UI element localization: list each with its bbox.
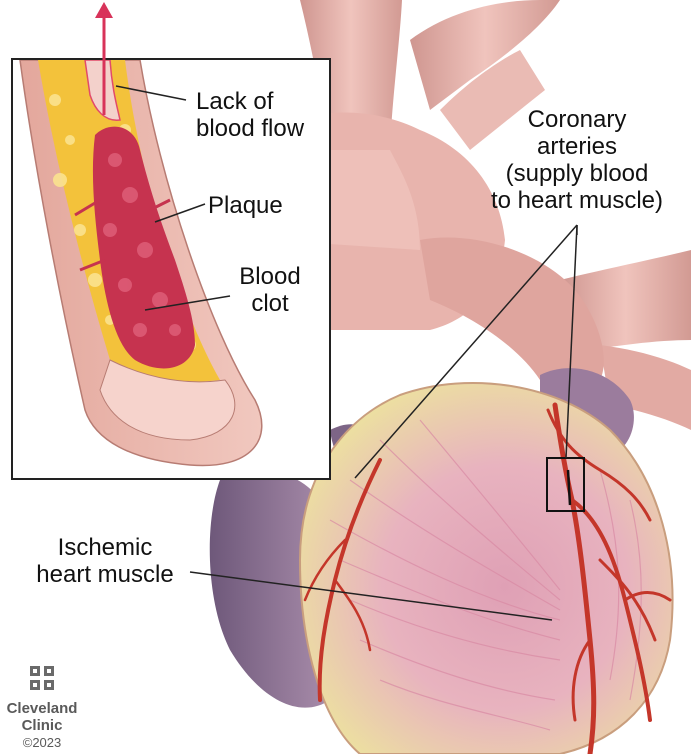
label-lack-of-blood-flow: Lack of blood flow xyxy=(196,88,304,142)
logo-line-2: Clinic xyxy=(6,717,78,734)
label-ischemic-heart-muscle: Ischemic heart muscle xyxy=(20,534,190,588)
label-coronary-arteries: Coronary arteries (supply blood to heart… xyxy=(466,106,688,214)
label-plaque: Plaque xyxy=(208,192,283,219)
cleveland-clinic-logo: Cleveland Clinic ©2023 xyxy=(6,666,78,751)
copyright-text: ©2023 xyxy=(6,734,78,751)
label-blood-clot: Blood clot xyxy=(230,263,310,317)
cleveland-clinic-logo-icon xyxy=(30,666,54,690)
inset-panel xyxy=(12,2,330,479)
logo-line-1: Cleveland xyxy=(6,700,78,717)
